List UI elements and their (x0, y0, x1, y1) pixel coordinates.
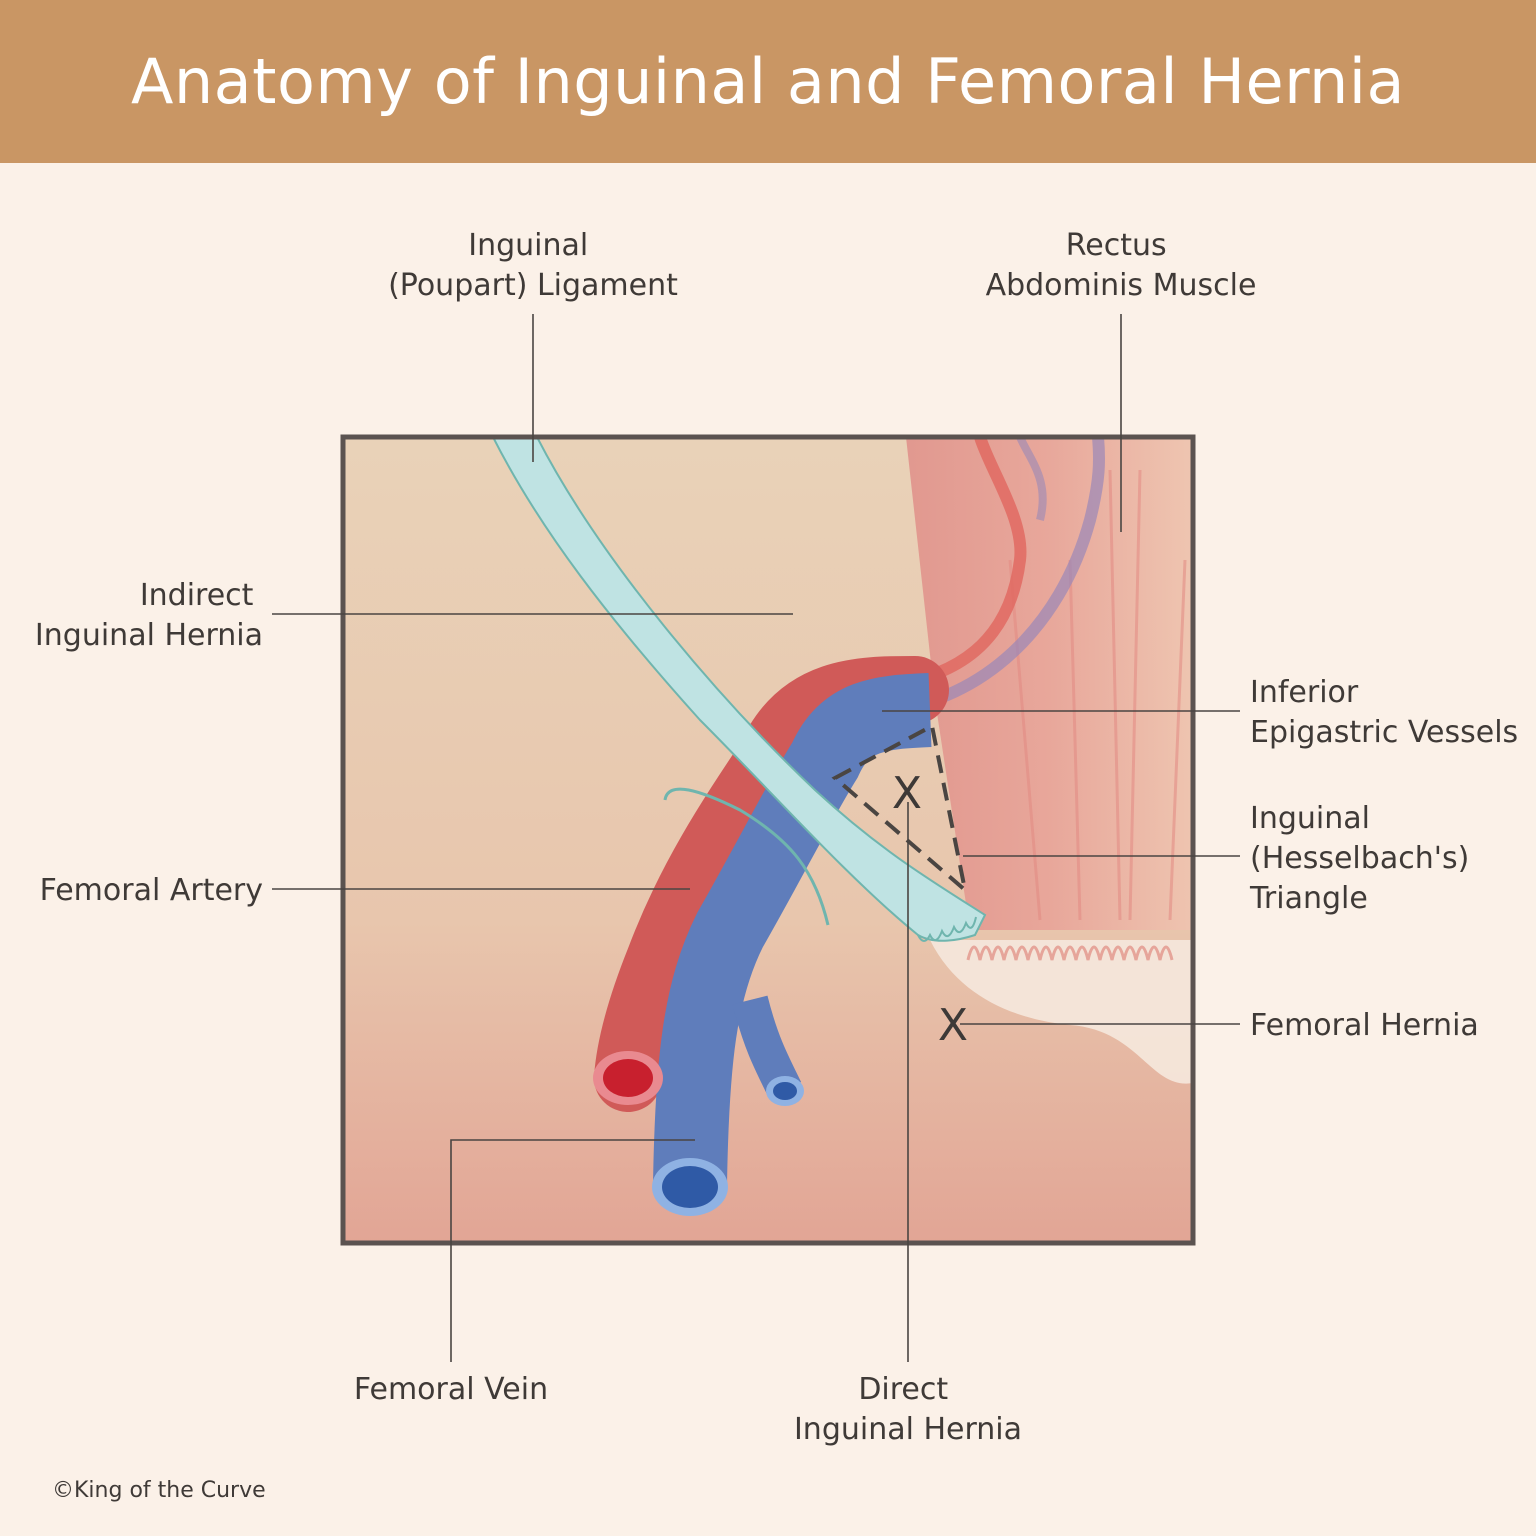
artery-lumen-inner (603, 1059, 653, 1097)
label-femoral-hernia: Femoral Hernia (1250, 1008, 1479, 1043)
label-hesselbach: Inguinal (Hesselbach's) Triangle (1249, 801, 1479, 916)
label-inguinal-ligament: Inguinal (Poupart) Ligament (388, 228, 678, 303)
label-indirect: Indirect Inguinal Hernia (35, 578, 263, 653)
label-direct: Direct Inguinal Hernia (794, 1372, 1022, 1447)
femoral-hernia-marker: X (938, 1000, 968, 1051)
label-femoral-artery: Femoral Artery (40, 873, 263, 908)
label-rectus: Rectus Abdominis Muscle (986, 228, 1257, 303)
vein-branch-lumen-inner (773, 1082, 797, 1100)
copyright-credit: ©King of the Curve (52, 1478, 266, 1503)
label-epigastric: Inferior Epigastric Vessels (1250, 675, 1518, 750)
direct-hernia-marker: X (892, 768, 922, 819)
vein-lumen-inner (662, 1166, 718, 1208)
label-femoral-vein: Femoral Vein (354, 1372, 548, 1407)
